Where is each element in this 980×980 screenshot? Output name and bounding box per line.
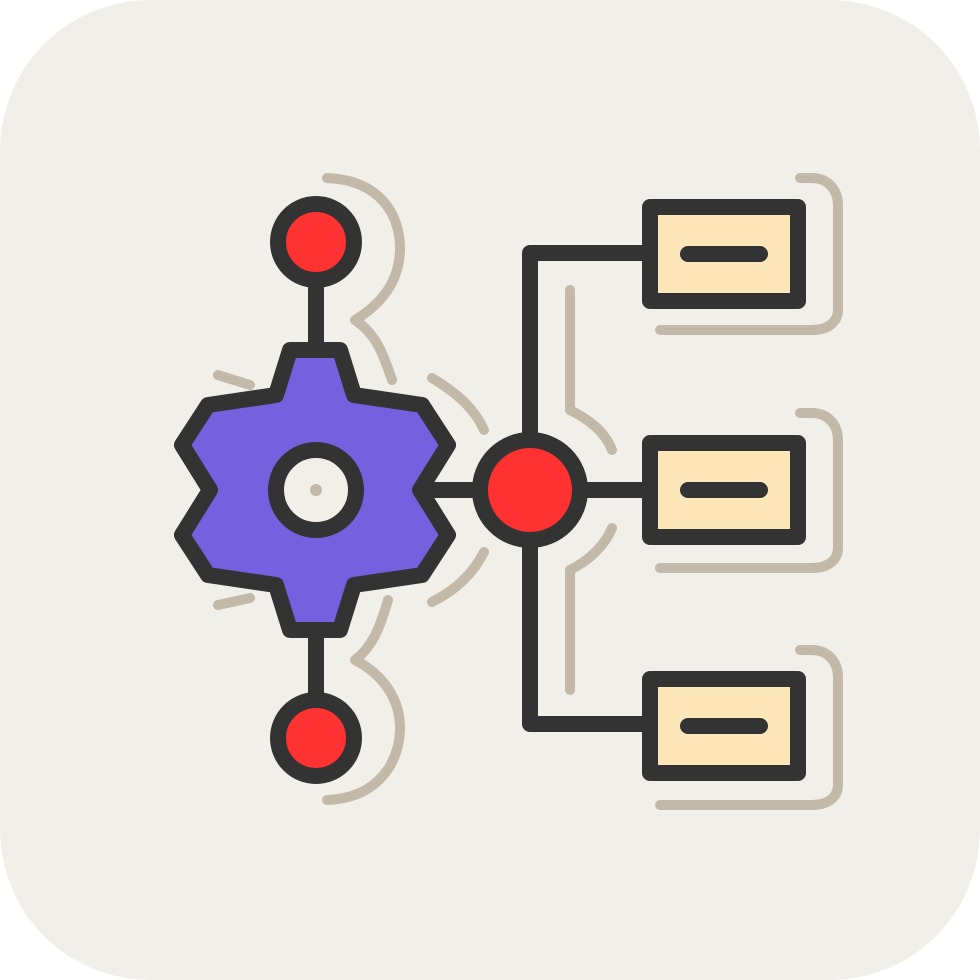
bottom-node — [270, 692, 362, 784]
gear-center-dot — [310, 484, 322, 496]
hub-node — [472, 432, 588, 548]
document-box-middle — [642, 435, 806, 545]
document-box-bottom — [642, 671, 806, 781]
document-box-top — [642, 199, 806, 309]
shadow-layer — [213, 173, 843, 810]
gear-icon — [174, 342, 456, 638]
top-node — [270, 196, 362, 288]
